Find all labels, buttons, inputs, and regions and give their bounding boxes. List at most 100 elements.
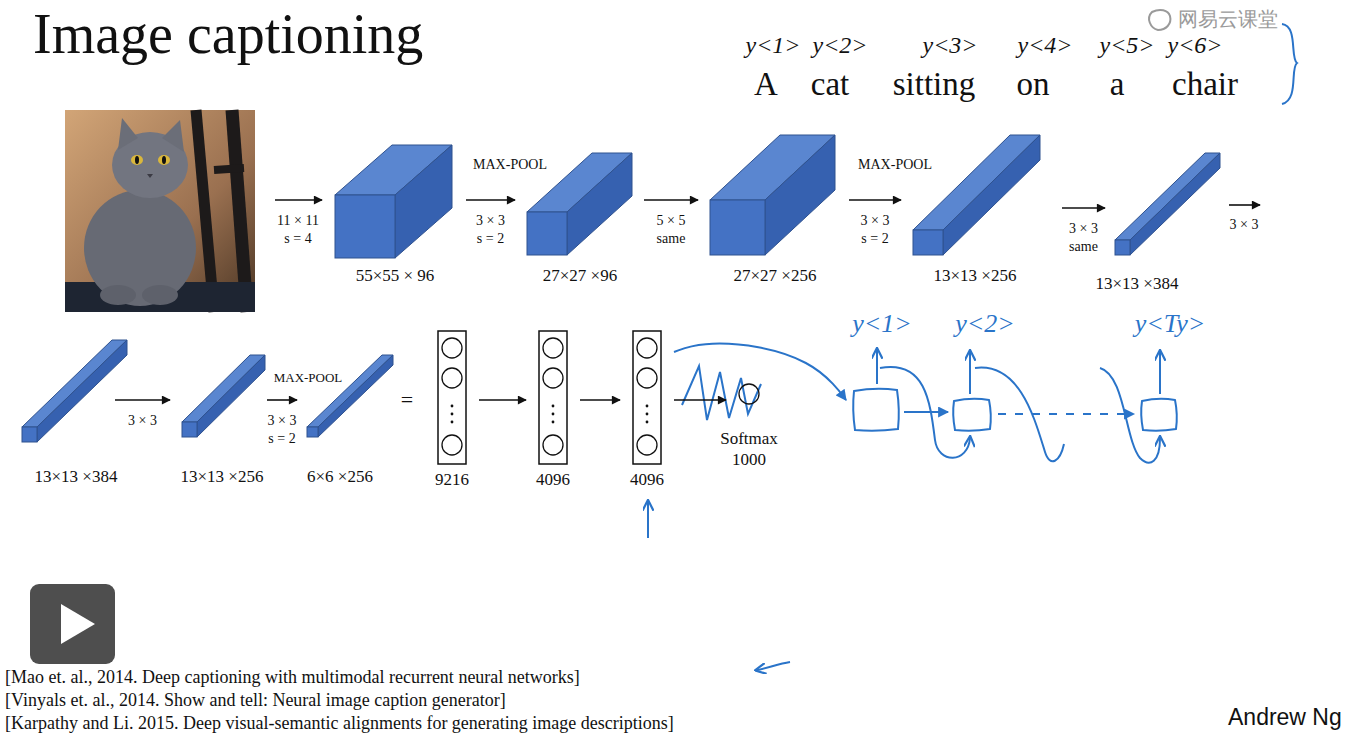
flow-arrow (644, 199, 698, 201)
dimension-label: 13×13 ×384 (35, 466, 118, 487)
edge-label: 5 × 5 same (654, 212, 688, 247)
output-arrow (1159, 352, 1161, 394)
caption-word: cat (811, 64, 849, 105)
flow-arrow (115, 399, 170, 401)
flow-arrow (849, 199, 901, 201)
flow-arrow (267, 399, 297, 401)
conv-volume: 13×13 ×384 (22, 340, 127, 487)
flow-arrow (674, 399, 726, 401)
output-symbol: y<6> (1167, 30, 1222, 60)
dimension-label: 13×13 ×256 (181, 466, 264, 487)
slide-title: Image captioning (33, 6, 423, 62)
conv-volume-outline (22, 340, 127, 442)
hand-arrow (998, 413, 1134, 415)
dimension-label: 4096 (630, 469, 664, 490)
edge-label: 3 × 3 s = 2 (474, 212, 508, 247)
hand-arrow (904, 411, 948, 413)
rnn-cell-outline (1140, 397, 1178, 432)
dimension-label: 4096 (536, 469, 570, 490)
conv-volume-outline (335, 145, 452, 258)
edge-label: 3 × 3 s = 2 (858, 212, 892, 247)
output-symbol: y<2> (955, 308, 1015, 341)
feature-vector: 9216 (435, 330, 469, 490)
feature-vector-outline (632, 330, 662, 465)
output-arrow (969, 352, 971, 394)
output-symbol: y<1> (745, 30, 800, 60)
feature-vector: 4096 (536, 330, 570, 490)
conv-volume-outline (710, 135, 835, 255)
conv-label: 11 × 11 s = 4 (274, 212, 322, 247)
scribble (682, 366, 761, 420)
play-button (30, 584, 115, 664)
output-symbol: y<1> (852, 308, 912, 341)
conv-label: 3 × 3 (1230, 216, 1259, 234)
feature-vector-outline (538, 330, 568, 465)
dimension-label: 27×27 ×96 (543, 265, 617, 286)
rnn-cell: y<2> (952, 308, 1015, 432)
softmax-unit: Softmax 1000 (718, 383, 780, 471)
rnn-cell: y<Ty> (1135, 308, 1206, 432)
author-name: Andrew Ng (1228, 703, 1342, 732)
feedback-loop (880, 367, 970, 458)
output-arrow (876, 350, 878, 384)
conv-volume-outline (913, 135, 1040, 255)
watermark: 网易云课堂 (1178, 7, 1278, 32)
reference: [Mao et. al., 2014. Deep captioning with… (5, 666, 580, 689)
caption-word: a (1110, 64, 1125, 105)
flow-arrow (479, 399, 526, 401)
edge-label: 3 × 3 same (1067, 220, 1101, 255)
conv-volume-outline (182, 355, 265, 437)
pool-label: MAX-POOL (274, 370, 343, 386)
conv-volume-outline (1115, 153, 1220, 255)
dimension-label: 55×55 × 96 (356, 265, 435, 286)
caption-word: sitting (893, 64, 976, 105)
reference: [Vinyals et. al., 2014. Show and tell: N… (5, 689, 506, 712)
dimension-label: 9216 (435, 469, 469, 490)
dimension-label: 13×13 ×256 (934, 265, 1017, 286)
caption-word: A (754, 64, 778, 105)
pool-label: MAX-POOL (858, 156, 932, 174)
equals-sign: = (401, 386, 413, 414)
output-symbol: y<Ty> (1135, 308, 1206, 341)
conv-volume: 55×55 × 96 (335, 145, 452, 286)
conv-volume-outline (307, 355, 393, 437)
output-symbol: y<5> (1099, 30, 1154, 60)
rnn-cell-outline (952, 397, 992, 432)
conv-arrow (275, 199, 322, 201)
flow-arrow (580, 399, 620, 401)
conv-volume: 27×27 ×96 (527, 153, 632, 286)
output-symbol: y<3> (922, 30, 977, 60)
dimension-label: Softmax 1000 (718, 428, 780, 471)
cat-photo (65, 110, 255, 312)
feature-vector-outline (437, 330, 467, 465)
hand-arrow (674, 344, 846, 400)
feedback-loop (1100, 368, 1160, 463)
hand-bracket (1282, 24, 1297, 104)
watermark-icon (1149, 10, 1170, 30)
pointer-arrow (647, 502, 649, 538)
feature-vector: 4096 (630, 330, 664, 490)
pointer-arrow (757, 662, 790, 670)
conv-volume: 13×13 ×256 (913, 135, 1040, 286)
edge-label: 3 × 3 (128, 412, 157, 430)
conv-arrow (1229, 204, 1260, 206)
dimension-label: 27×27 ×256 (734, 265, 817, 286)
edge-label: 3 × 3 s = 2 (265, 412, 299, 447)
caption-word: chair (1172, 64, 1238, 105)
caption-word: on (1017, 64, 1050, 105)
dimension-label: 13×13 ×384 (1096, 273, 1179, 294)
dimension-label: 6×6 ×256 (307, 466, 373, 487)
conv-volume: 27×27 ×256 (710, 135, 835, 286)
flow-arrow (1062, 207, 1105, 209)
conv-volume: 13×13 ×256 (181, 355, 265, 487)
output-symbol: y<4> (1017, 30, 1072, 60)
conv-volume: 13×13 ×384 (1096, 153, 1220, 294)
flow-arrow (466, 199, 515, 201)
reference: [Karpathy and Li. 2015. Deep visual-sema… (5, 712, 674, 735)
pool-label: MAX-POOL (473, 156, 547, 174)
rnn-cell: y<1> (852, 308, 912, 432)
output-symbol: y<2> (812, 30, 867, 60)
